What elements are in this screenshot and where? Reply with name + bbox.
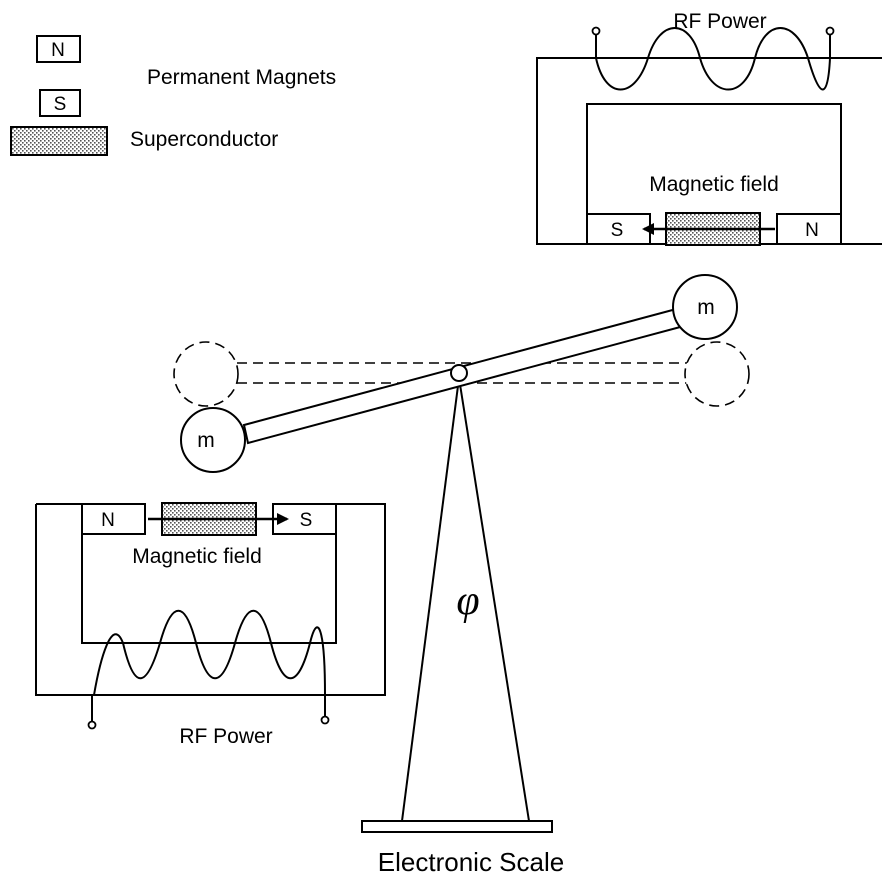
mass-left-label: m	[197, 429, 215, 452]
support-left-edge	[401, 377, 460, 822]
angle-phi: φ	[456, 578, 479, 624]
legend-north-magnet: N	[36, 35, 81, 63]
top-right-yoke-inner	[586, 103, 842, 244]
top-right-assembly: RF Power Magnetic field S N	[536, 10, 882, 246]
top-right-terminal-left	[591, 26, 601, 36]
bottom-left-terminal-left	[87, 720, 97, 730]
bottom-left-assembly: RF Power Magnetic field N S	[35, 502, 386, 748]
bottom-left-rf-coil	[91, 610, 326, 722]
mass-left	[180, 407, 246, 473]
top-right-magnetic-field-label: Magnetic field	[649, 173, 779, 196]
bottom-left-rf-power-label: RF Power	[179, 725, 272, 748]
mass-right-label: m	[697, 296, 715, 319]
bottom-left-magnetic-field-label: Magnetic field	[132, 545, 262, 568]
equilibrium-mass-left	[173, 341, 239, 407]
bottom-left-north-magnet	[81, 503, 146, 535]
legend-magnets-label: Permanent Magnets	[147, 66, 336, 89]
bottom-left-yoke-outer	[35, 503, 386, 696]
equilibrium-mass-right	[684, 341, 750, 407]
electronic-scale-label: Electronic Scale	[378, 847, 564, 877]
top-right-terminal-right	[825, 26, 835, 36]
legend-superconductor-label: Superconductor	[130, 128, 278, 151]
bottom-left-north-letter: N	[101, 510, 115, 531]
top-right-south-magnet	[586, 213, 651, 245]
top-right-rf-coil	[595, 27, 831, 91]
legend-south-symbol: S	[54, 94, 67, 115]
scale-base	[361, 820, 553, 833]
bottom-left-terminal-right	[320, 715, 330, 725]
mass-right	[672, 274, 738, 340]
legend-south-magnet: S	[39, 89, 81, 117]
bottom-left-yoke-inner	[81, 504, 337, 644]
legend: N S Permanent Magnets Superconductor	[10, 35, 336, 156]
top-right-rf-power-label: RF Power	[673, 10, 766, 33]
top-right-south-letter: S	[611, 220, 624, 241]
pivot	[450, 364, 468, 382]
top-right-north-magnet	[776, 213, 842, 245]
legend-superconductor-swatch	[10, 126, 108, 156]
balance: φ m m Electronic Scale	[173, 274, 750, 877]
support-right-edge	[458, 377, 530, 822]
bottom-left-south-letter: S	[300, 510, 313, 531]
top-right-north-letter: N	[805, 220, 819, 241]
legend-north-symbol: N	[51, 40, 65, 61]
